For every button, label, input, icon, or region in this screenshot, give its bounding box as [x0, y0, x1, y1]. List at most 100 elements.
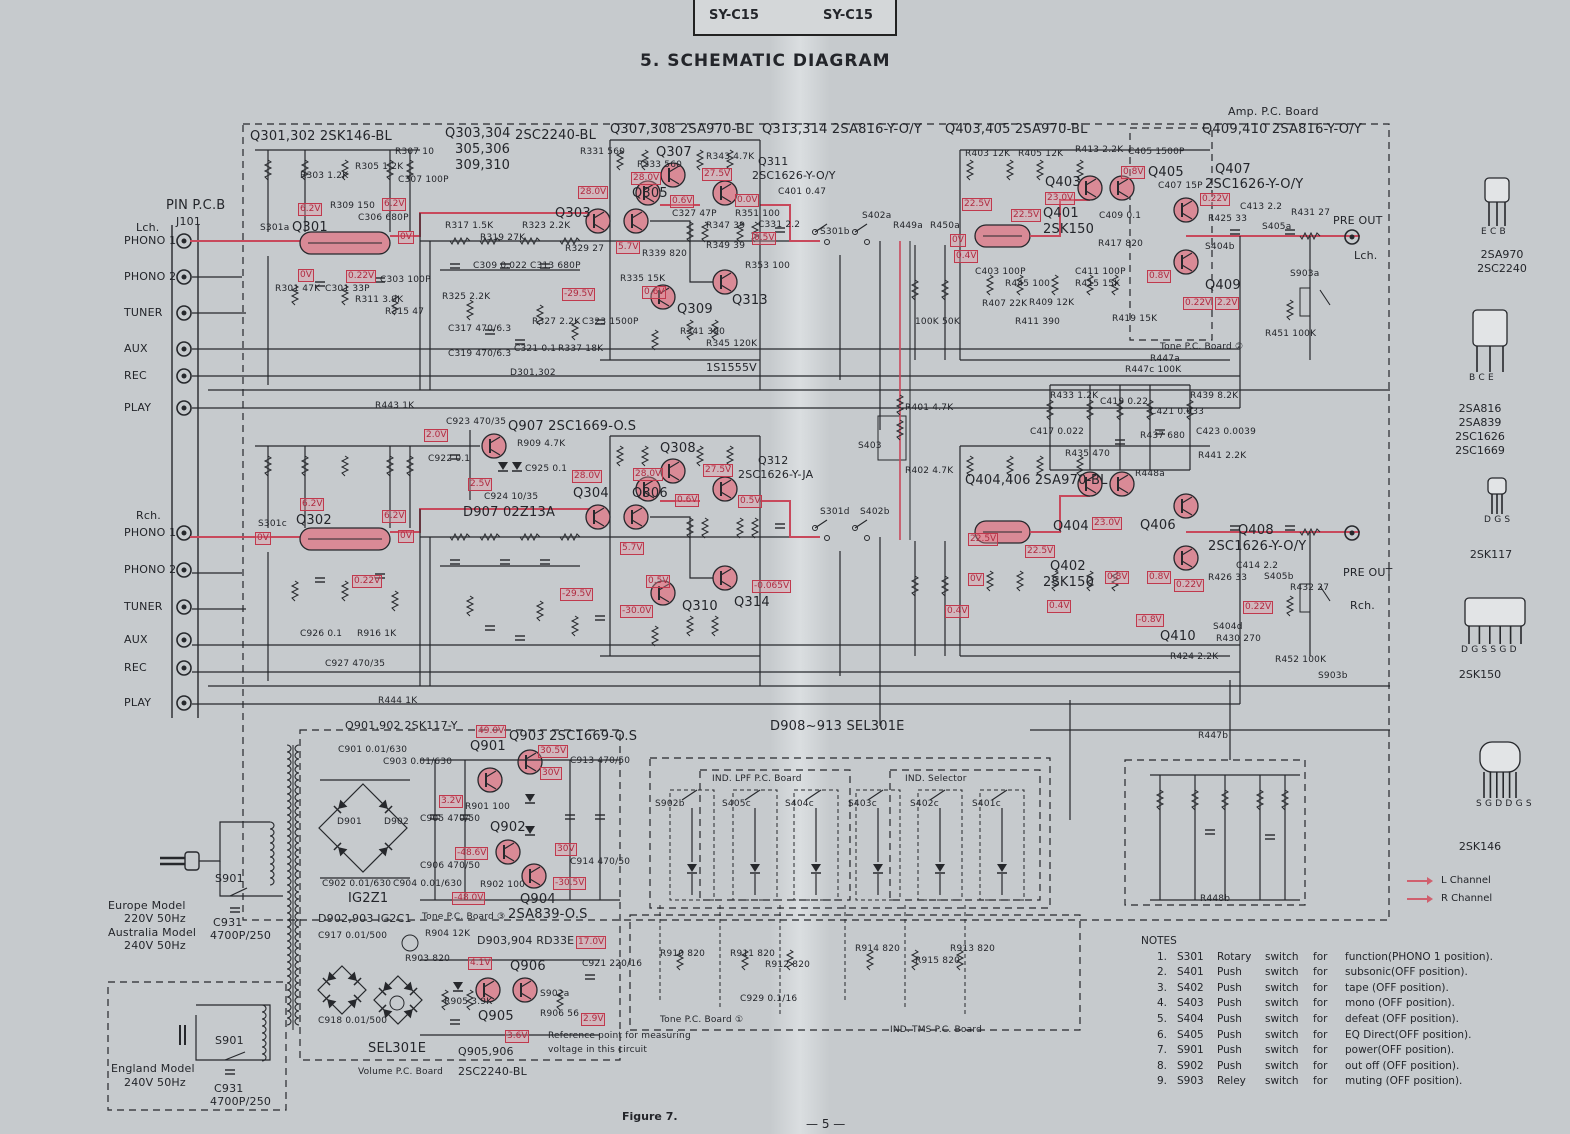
- rca-jack-pin: [181, 346, 187, 352]
- package-body-icon: [1487, 477, 1507, 495]
- relay-contact: [1319, 289, 1331, 306]
- part-label: D907 02Z13A: [463, 505, 556, 520]
- part-label: S403c: [848, 799, 877, 809]
- part-label: Volume P.C. Board: [358, 1067, 444, 1077]
- part-label: Q404,406 2SA970-BL: [965, 473, 1108, 488]
- note-for: for: [1313, 997, 1328, 1010]
- voltage-tag: 0V: [255, 532, 271, 545]
- diode-symbol: [378, 842, 393, 857]
- part-label: Q901,902 2SK117-Y: [345, 719, 458, 732]
- voltage-tag: 22.5V: [1025, 545, 1056, 558]
- indicator-switch: [991, 789, 1008, 801]
- diode-symbol: [750, 864, 760, 874]
- component-label: C409 0.1: [1099, 211, 1142, 221]
- diode-triangle: [687, 864, 697, 872]
- component-label: C307 100P: [398, 175, 449, 185]
- resistor-symbol: [710, 615, 720, 637]
- component-label: R914 820: [855, 944, 901, 954]
- part-label: S903b: [1318, 671, 1348, 681]
- transistor-body: [521, 863, 547, 889]
- transistor-body: [712, 180, 738, 206]
- resistor-symbol: [290, 580, 300, 602]
- part-label: D903,904 RD33E: [477, 934, 575, 947]
- resistor-symbol: [985, 274, 995, 296]
- component-label: R409 12K: [1029, 298, 1075, 308]
- note-type: Push: [1217, 1059, 1242, 1072]
- resistor-symbol: [965, 455, 975, 477]
- rca-jack-icon: [176, 341, 192, 357]
- switch-lever: [854, 519, 868, 529]
- power-switch-s901: [229, 887, 248, 897]
- transistor-emitter: [529, 878, 541, 886]
- resistor-symbol: [465, 299, 475, 321]
- indicator-switch: [805, 789, 822, 801]
- resistor-symbol: [940, 279, 950, 301]
- part-label: Q312: [758, 454, 789, 467]
- transformer-winding: [261, 1004, 267, 1013]
- l-channel-arrow-icon: [1407, 877, 1433, 885]
- part-label: Q403,405 2SA970-BL: [945, 122, 1088, 137]
- power-label-cap-value: 4700P/250: [210, 1095, 272, 1108]
- note-switch-word: switch: [1265, 1075, 1299, 1088]
- component-label: R415 15K: [1075, 279, 1121, 289]
- component-label: R305 1.2K: [355, 162, 404, 172]
- component-label: R402 4.7K: [905, 466, 954, 476]
- package-pin-label: S G D D G S: [1476, 799, 1532, 809]
- transformer-winding: [286, 919, 292, 928]
- note-for: for: [1313, 966, 1328, 979]
- diode-bar: [409, 1004, 418, 1013]
- diode-triangle: [383, 1009, 393, 1019]
- part-label: 2SC2240-BL: [515, 128, 597, 143]
- tone-pc-board-1-outline: [629, 914, 1081, 1031]
- rca-jack-pin: [1349, 530, 1355, 536]
- indicator-switch-frame: [669, 789, 715, 901]
- voltage-tag: 28.0V: [633, 468, 664, 481]
- transistor-collector: [1181, 548, 1193, 556]
- transistor-body: [585, 208, 611, 234]
- rca-jack-pin: [181, 604, 187, 610]
- transistor-emitter: [643, 491, 655, 499]
- transformer-winding: [286, 961, 292, 970]
- part-label: S405b: [1264, 572, 1294, 582]
- diode-symbol: [997, 864, 1007, 874]
- resistor-symbol: [555, 989, 565, 1011]
- transformer-winding: [286, 1003, 292, 1012]
- power-label-england-model: England Model: [111, 1062, 195, 1075]
- resistor-symbol: [650, 329, 660, 351]
- mono-switch-s403: [877, 415, 907, 461]
- voltage-tag: 6.2V: [298, 203, 323, 216]
- transistor-symbol: [660, 458, 686, 484]
- transformer-winding: [294, 849, 300, 858]
- transistor-emitter: [1181, 560, 1193, 568]
- resistor-symbol: [449, 532, 471, 542]
- transformer-winding: [294, 996, 300, 1005]
- transistor-collector: [520, 980, 532, 988]
- component-label: C923 470/35: [446, 417, 507, 427]
- transformer-winding: [269, 877, 275, 886]
- package-part-numbers: 2SK150: [1458, 668, 1502, 681]
- part-label: Q903 2SC1669-O.S: [509, 729, 638, 744]
- transistor-collector: [1117, 178, 1129, 186]
- part-label: Q405: [1148, 165, 1184, 180]
- note-type: Push: [1217, 1044, 1242, 1057]
- voltage-tag: -30.0V: [620, 605, 654, 618]
- resistor-symbol: [559, 532, 581, 542]
- part-label: Q406: [1140, 518, 1176, 533]
- package-body-icon: [1484, 177, 1510, 203]
- part-label: PRE OUT: [1343, 566, 1393, 579]
- component-label: R445 100: [1005, 279, 1051, 289]
- resistor-symbol: [785, 949, 795, 971]
- input-jack-label: REC: [124, 369, 147, 382]
- transformer-winding: [294, 793, 300, 802]
- component-label: R349 39: [706, 241, 746, 251]
- component-label: C331 2.2: [758, 220, 801, 230]
- transistor-symbol: [495, 839, 521, 865]
- transformer-winding: [294, 786, 300, 795]
- voltage-tag: -0.8V: [1136, 614, 1164, 627]
- transformer-winding: [294, 940, 300, 949]
- part-label: S405c: [722, 799, 751, 809]
- transformer-winding: [294, 877, 300, 886]
- component-label: C417 0.022: [1030, 427, 1085, 437]
- component-label: C913 470/50: [570, 756, 631, 766]
- switch-contact: [812, 229, 818, 235]
